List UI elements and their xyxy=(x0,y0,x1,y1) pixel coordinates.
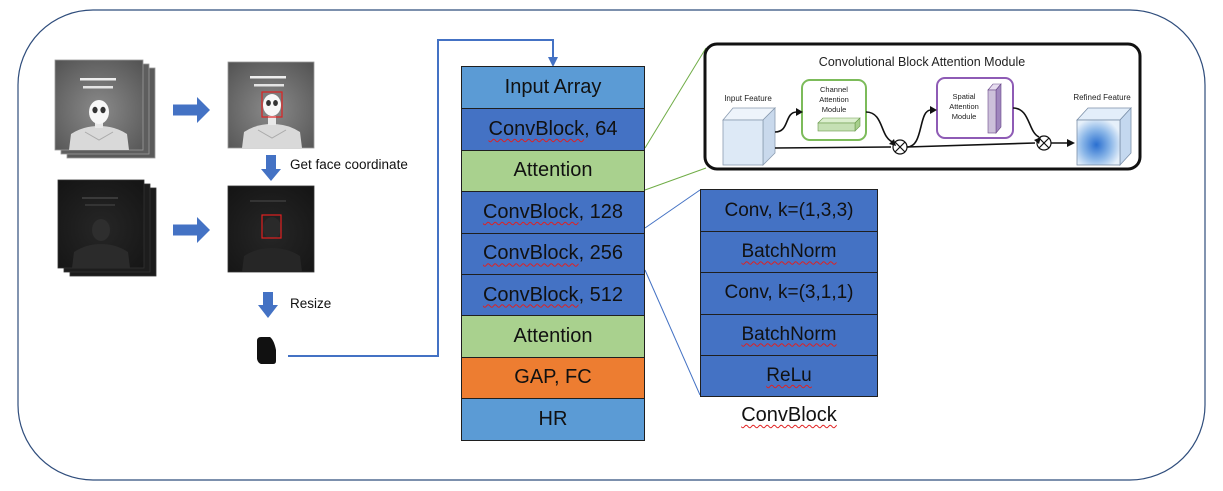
refined-feature-label: Refined Feature xyxy=(1073,93,1131,102)
channel-attention-map xyxy=(817,117,861,132)
layer-label: Input Array xyxy=(504,76,602,99)
refined-feature-cube xyxy=(1076,106,1132,167)
layer-channels: , 256 xyxy=(578,242,624,265)
dark-frame-stack xyxy=(57,179,157,277)
attention-to-cbam-links xyxy=(644,47,707,191)
convblock-batchnorm-1: BatchNorm xyxy=(701,231,877,273)
layer-channels: , 512 xyxy=(578,283,624,306)
thermal-frame-stack xyxy=(54,59,156,159)
convblock-layer-label: Conv, k=(1,3,3) xyxy=(724,199,854,221)
layer-name: ConvBlock xyxy=(488,118,585,141)
layer-convblock-128: ConvBlock, 128 xyxy=(462,191,644,233)
channel-attention-label-line3: Module xyxy=(822,105,847,114)
layer-convblock-256: ConvBlock, 256 xyxy=(462,232,644,274)
cbam-title: Convolutional Block Attention Module xyxy=(819,55,1025,69)
layer-name: ConvBlock xyxy=(482,283,579,306)
layer-label: Attention xyxy=(513,325,593,348)
down-arrow-icon xyxy=(261,155,281,181)
layer-label: GAP, FC xyxy=(514,366,592,389)
layer-label: Attention xyxy=(513,159,593,182)
spatial-attention-map xyxy=(987,83,1002,134)
thermal-face-detection-frame xyxy=(227,61,315,149)
spatial-attention-label-line3: Module xyxy=(952,112,977,121)
right-arrow-icon xyxy=(173,97,210,123)
layer-label: HR xyxy=(538,407,568,430)
multiply-icon xyxy=(892,139,908,155)
layer-attention-1: Attention xyxy=(462,149,644,192)
convblock-layer-label: BatchNorm xyxy=(741,241,837,263)
layer-attention-2: Attention xyxy=(462,315,644,357)
convblock-relu: ReLu xyxy=(701,354,877,396)
convblock-layer-label: BatchNorm xyxy=(741,323,837,345)
spatial-attention-label-line1: Spatial xyxy=(953,92,976,101)
right-arrow-icon xyxy=(173,217,210,243)
layer-input-array: Input Array xyxy=(462,67,644,109)
input-feature-cube xyxy=(722,107,776,166)
face-coordinate-label: Get face coordinate xyxy=(290,157,408,172)
layer-channels: , 64 xyxy=(584,118,618,141)
convblock-caption-text: ConvBlock xyxy=(741,404,837,426)
resize-label: Resize xyxy=(290,296,332,311)
channel-attention-label-line2: Attention xyxy=(819,95,849,104)
convblock-conv-133: Conv, k=(1,3,3) xyxy=(701,190,877,232)
outer-border xyxy=(17,9,1206,481)
convblock-conv-311: Conv, k=(3,1,1) xyxy=(701,272,877,314)
down-arrow-icon xyxy=(258,292,278,318)
dark-frame xyxy=(57,179,145,269)
layer-hr-output: HR xyxy=(462,398,644,440)
cbam-flow-arrows xyxy=(774,107,1068,149)
cbam-panel: Convolutional Block Attention Module Inp… xyxy=(703,42,1142,171)
layer-convblock-512: ConvBlock, 512 xyxy=(462,273,644,316)
layer-gap-fc: GAP, FC xyxy=(462,356,644,399)
resized-face-crop xyxy=(257,337,276,364)
dark-face-detection-frame xyxy=(227,185,315,273)
channel-attention-label-line1: Channel xyxy=(820,85,848,94)
convblock-layer-label: Conv, k=(3,1,1) xyxy=(724,282,854,304)
input-connector-arrow xyxy=(288,39,558,357)
spatial-attention-label-line2: Attention xyxy=(949,102,979,111)
layer-convblock-64: ConvBlock, 64 xyxy=(462,108,644,150)
thermal-frame xyxy=(54,59,144,151)
layer-name: ConvBlock xyxy=(482,242,579,265)
face-bounding-box xyxy=(261,214,282,239)
face-bounding-box xyxy=(261,91,283,118)
convblock-batchnorm-2: BatchNorm xyxy=(701,313,877,355)
convblock-detail-links xyxy=(644,189,701,396)
input-feature-label: Input Feature xyxy=(724,94,772,103)
cbam-arrowheads xyxy=(796,106,1075,147)
convblock-caption: ConvBlock xyxy=(700,404,878,427)
convblock-layer-label: ReLu xyxy=(766,364,812,386)
convblock-detail-stack: Conv, k=(1,3,3) BatchNorm Conv, k=(3,1,1… xyxy=(700,189,878,397)
layer-name: ConvBlock xyxy=(482,200,579,223)
layer-channels: , 128 xyxy=(578,200,624,223)
network-architecture-stack: Input Array ConvBlock, 64 Attention Conv… xyxy=(461,66,645,441)
